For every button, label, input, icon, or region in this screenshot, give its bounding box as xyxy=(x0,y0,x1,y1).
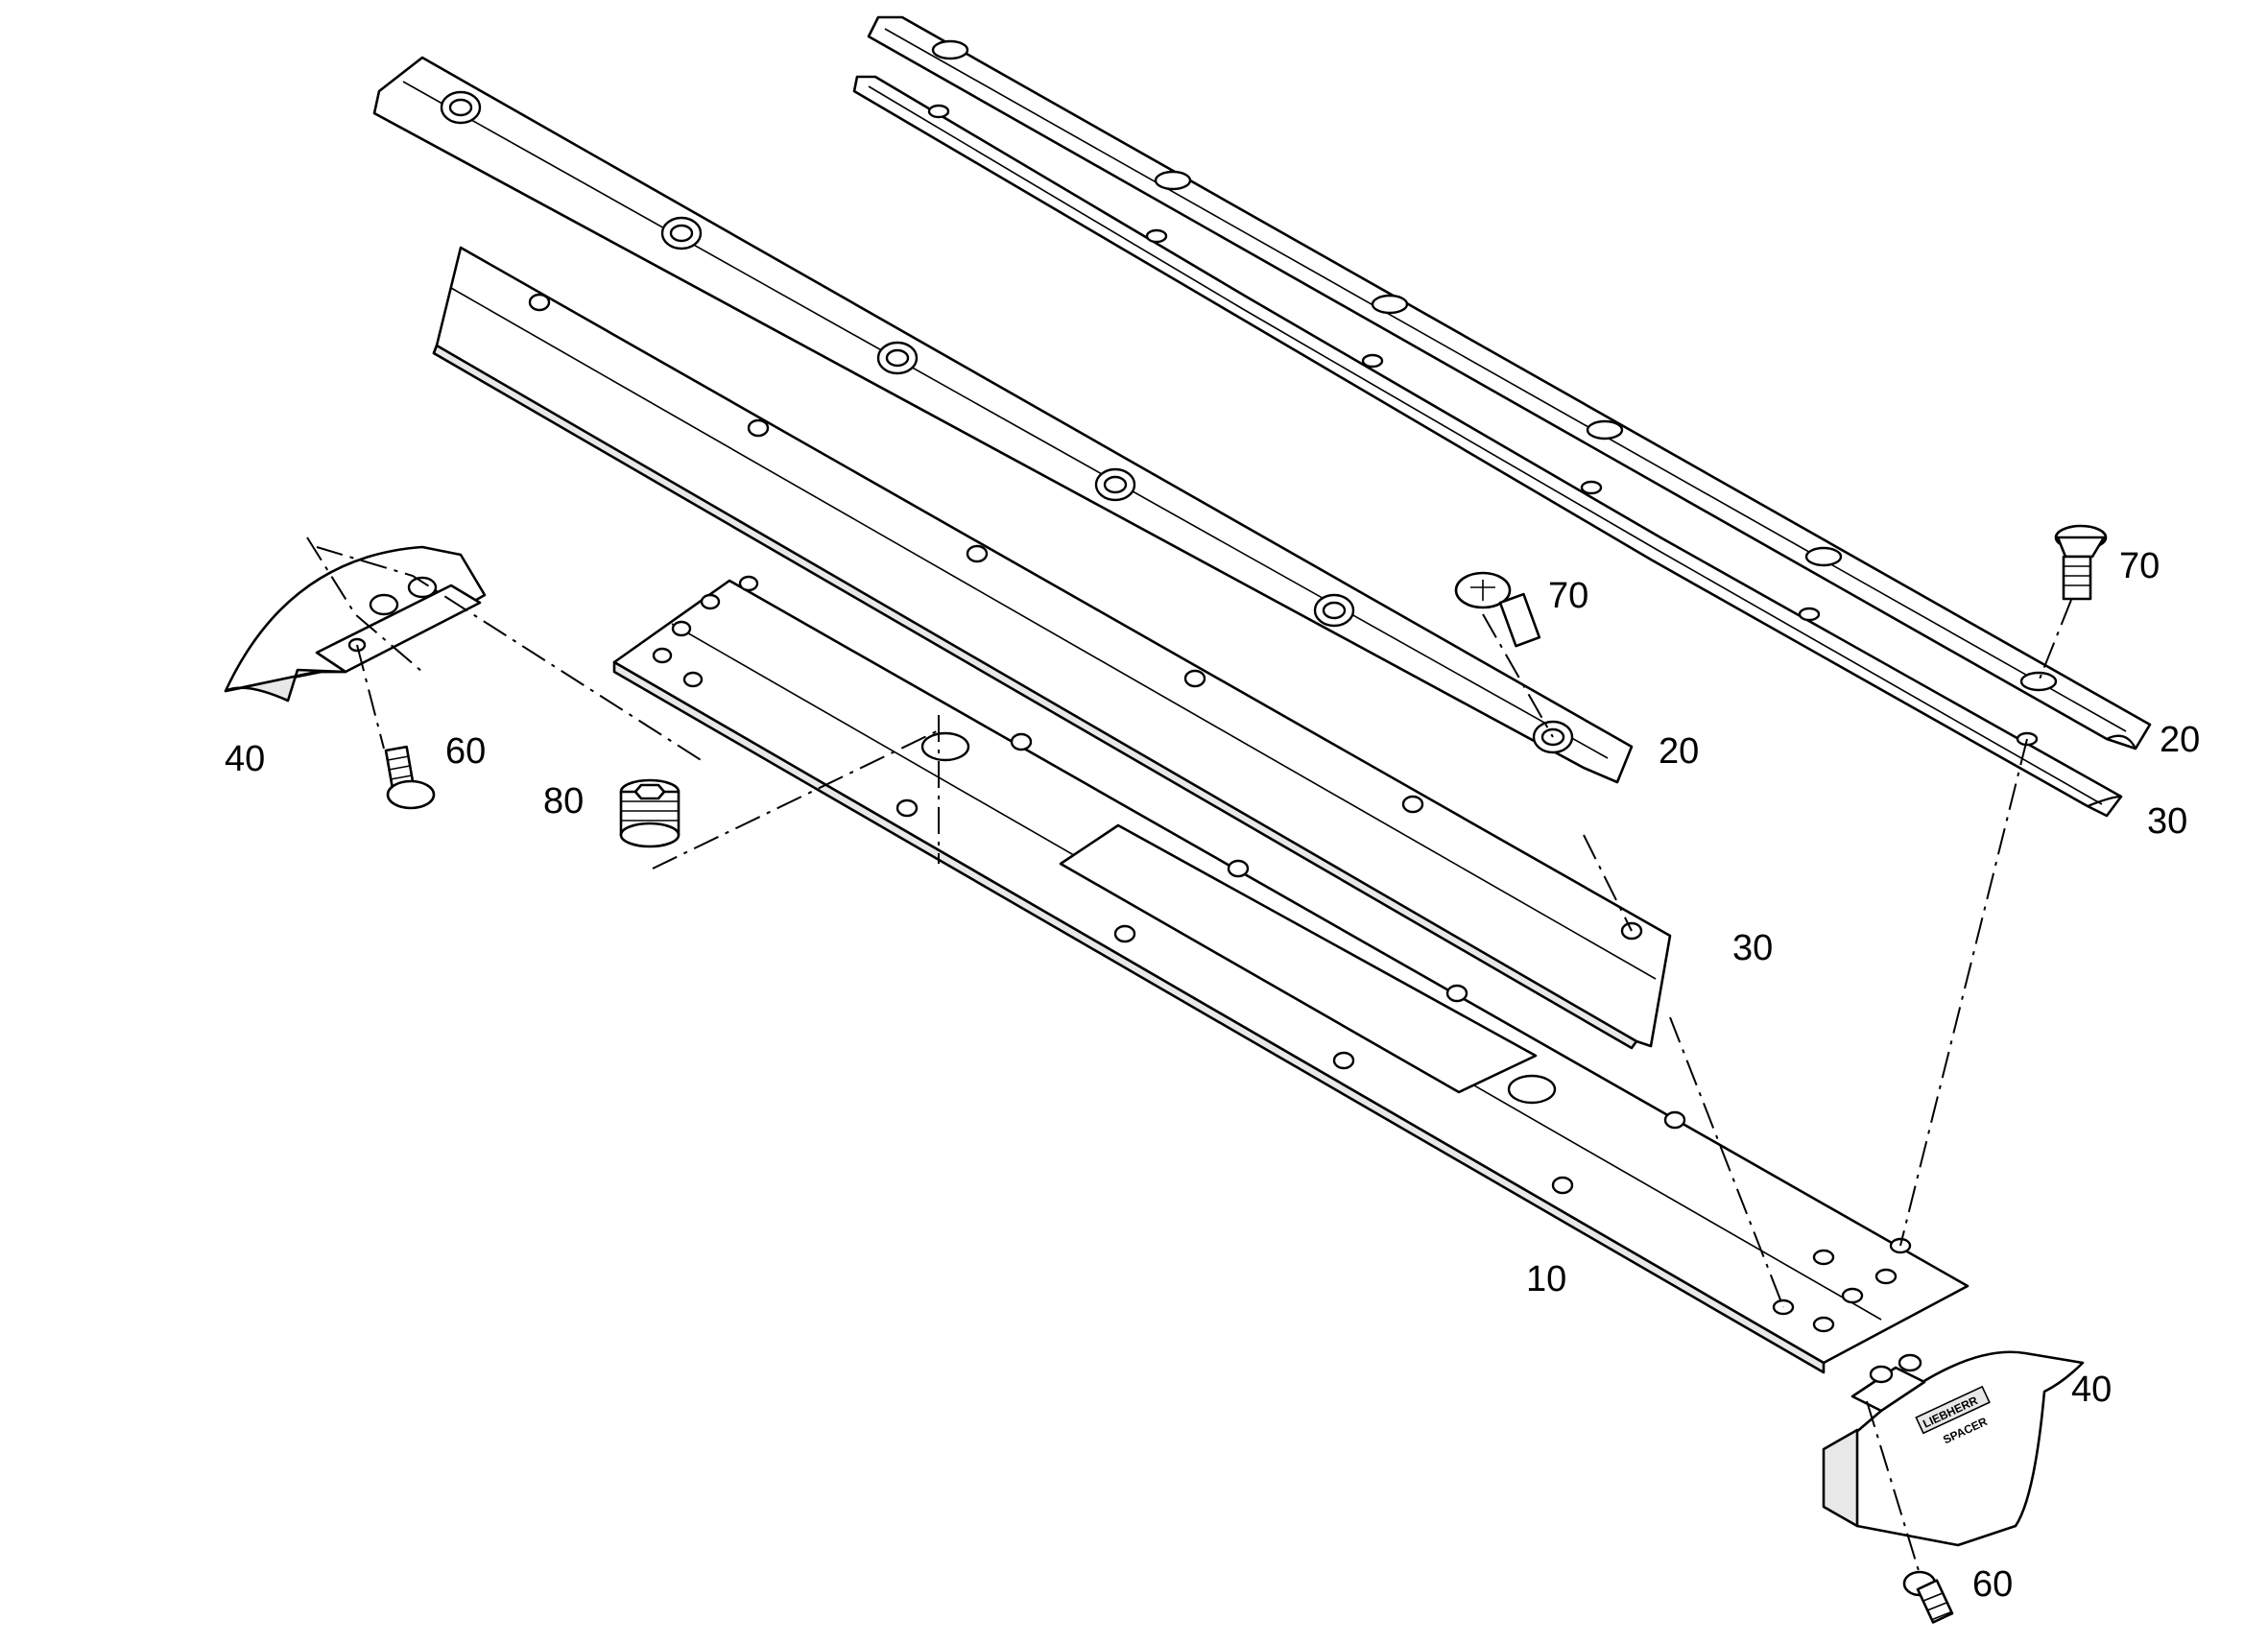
callout-80: 80 xyxy=(543,781,584,822)
end-cap-40-right: LIEBHERR SPACER xyxy=(1822,1350,2085,1547)
callout-60-left: 60 xyxy=(445,731,486,772)
callout-40-right: 40 xyxy=(2071,1370,2112,1410)
main-strip-20 xyxy=(372,56,1634,784)
callout-70-left: 70 xyxy=(1548,576,1588,616)
base-plate-10 xyxy=(612,575,1970,1374)
callout-70-right: 70 xyxy=(2119,546,2160,586)
callout-30-upper: 30 xyxy=(2147,801,2187,842)
upper-strip-30 xyxy=(852,75,2123,818)
callouts: 10 20 20 30 30 40 40 60 60 70 70 80 xyxy=(225,546,2200,1605)
callout-30-middle: 30 xyxy=(1732,928,1773,968)
upper-strip-20 xyxy=(867,15,2152,751)
end-cap-40-left xyxy=(224,545,487,703)
leader-lines xyxy=(306,536,2072,1575)
callout-20-main: 20 xyxy=(1659,731,1699,772)
set-screw-80 xyxy=(619,778,680,848)
screw-60-left xyxy=(384,745,436,810)
callout-60-right: 60 xyxy=(1972,1564,2013,1605)
screw-60-right xyxy=(1902,1570,1954,1624)
screw-70-right xyxy=(2054,524,2108,601)
callout-40-left: 40 xyxy=(225,739,265,779)
callout-20-upper: 20 xyxy=(2160,720,2200,760)
middle-strip-30 xyxy=(432,246,1672,1050)
callout-10: 10 xyxy=(1526,1259,1566,1299)
screw-70-left xyxy=(1454,571,1541,648)
